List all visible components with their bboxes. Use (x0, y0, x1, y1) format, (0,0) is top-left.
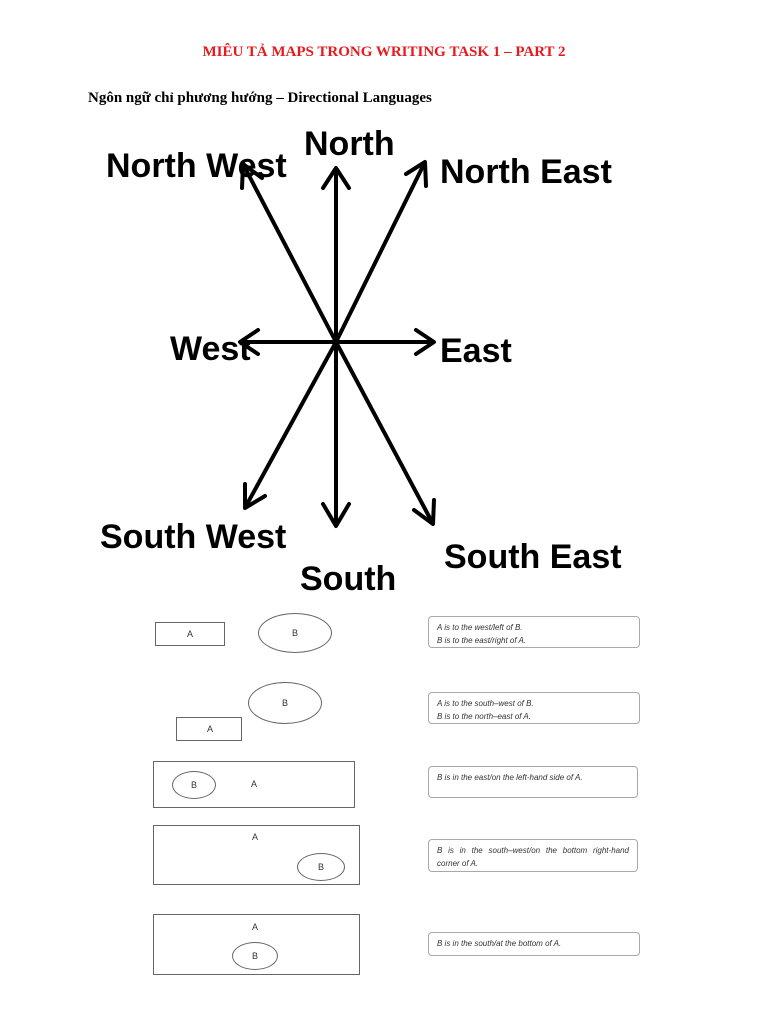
shape-a-label: A (251, 832, 259, 842)
description-line: B is in the south–west/on the bottom rig… (437, 846, 629, 868)
shape-b-label: B (291, 628, 299, 638)
south-west-arrowhead (243, 482, 267, 510)
south-west-label: South West (100, 518, 286, 556)
example-1-description: A is to the west/left of B. B is to the … (428, 616, 640, 648)
description-line: B is in the south/at the bottom of A. (437, 939, 562, 948)
north-arrowhead (321, 166, 351, 190)
shape-b-label: B (190, 780, 198, 790)
section-heading: Ngôn ngữ chỉ phương hướng – Directional … (88, 90, 432, 106)
east-arrowhead (414, 328, 436, 356)
shape-b-label: B (317, 862, 325, 872)
north-west-arrowhead (240, 162, 264, 190)
south-west-arrow (244, 340, 338, 508)
shape-b-label: B (281, 698, 289, 708)
shape-b (172, 771, 216, 799)
north-west-label: North West (106, 147, 287, 185)
shape-a (176, 717, 242, 741)
north-east-arrow (334, 162, 426, 344)
north-west-arrow (242, 164, 338, 344)
north-east-label: North East (440, 153, 612, 191)
compass-diagram: North North East North West East West So… (100, 125, 622, 598)
shape-a-label: A (251, 922, 259, 932)
west-arrowhead (238, 328, 260, 356)
example-5-description: B is in the south/at the bottom of A. (428, 932, 640, 956)
south-east-arrowhead (412, 498, 436, 526)
north-east-arrowhead (404, 160, 428, 188)
east-label: East (440, 332, 512, 370)
west-label: West (170, 330, 251, 368)
south-east-arrow (334, 340, 434, 524)
example-4-description: B is in the south–west/on the bottom rig… (428, 839, 638, 872)
description-line: A is to the south–west of B. (437, 699, 534, 708)
shape-a-label: A (186, 629, 194, 639)
north-label: North (304, 125, 395, 163)
shape-b-label: B (251, 951, 259, 961)
south-arrowhead (321, 502, 351, 528)
description-line: B is in the east/on the left-hand side o… (437, 773, 583, 782)
south-east-label: South East (444, 538, 622, 576)
shape-b (232, 942, 278, 970)
example-2-description: A is to the south–west of B. B is to the… (428, 692, 640, 724)
shape-a (155, 622, 225, 646)
shape-b (248, 682, 322, 724)
example-3-description: B is in the east/on the left-hand side o… (428, 766, 638, 798)
shape-b (297, 853, 345, 881)
page-title: MIÊU TẢ MAPS TRONG WRITING TASK 1 – PART… (202, 44, 566, 60)
description-line: B is to the east/right of A. (437, 636, 527, 645)
description-line: A is to the west/left of B. (437, 623, 523, 632)
shape-b (258, 613, 332, 653)
south-label: South (300, 560, 396, 598)
shape-a-label: A (250, 779, 258, 789)
shape-a-label: A (206, 724, 214, 734)
description-line: B is to the north–east of A. (437, 712, 531, 721)
